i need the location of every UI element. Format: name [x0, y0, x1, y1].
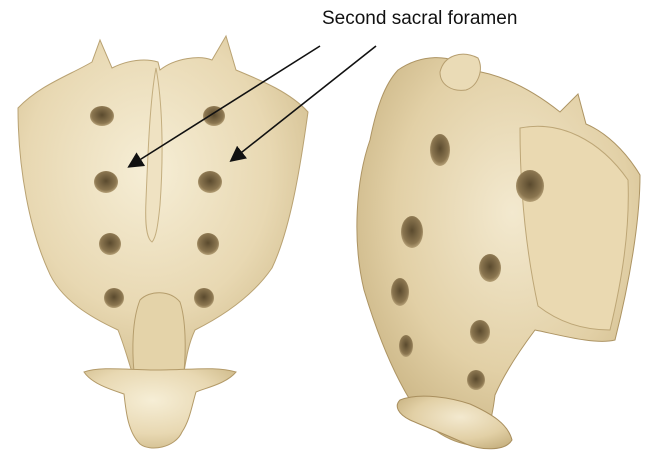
foramen — [399, 335, 413, 357]
foramen — [90, 106, 114, 126]
foramen — [94, 171, 118, 193]
annotation-label: Second sacral foramen — [322, 8, 517, 30]
foramen — [470, 320, 490, 344]
foramen — [467, 370, 485, 390]
foramen — [430, 134, 450, 166]
foramen — [401, 216, 423, 248]
sacrum-posterior-view — [18, 36, 308, 448]
coccyx — [84, 369, 236, 448]
foramen — [198, 171, 222, 193]
foramen — [479, 254, 501, 282]
foramen — [516, 170, 544, 202]
sacral-hiatus — [133, 293, 185, 372]
sacrum-oblique-view — [357, 54, 640, 448]
foramen — [197, 233, 219, 255]
foramen — [391, 278, 409, 306]
foramen — [104, 288, 124, 308]
foramen — [99, 233, 121, 255]
foramen — [194, 288, 214, 308]
